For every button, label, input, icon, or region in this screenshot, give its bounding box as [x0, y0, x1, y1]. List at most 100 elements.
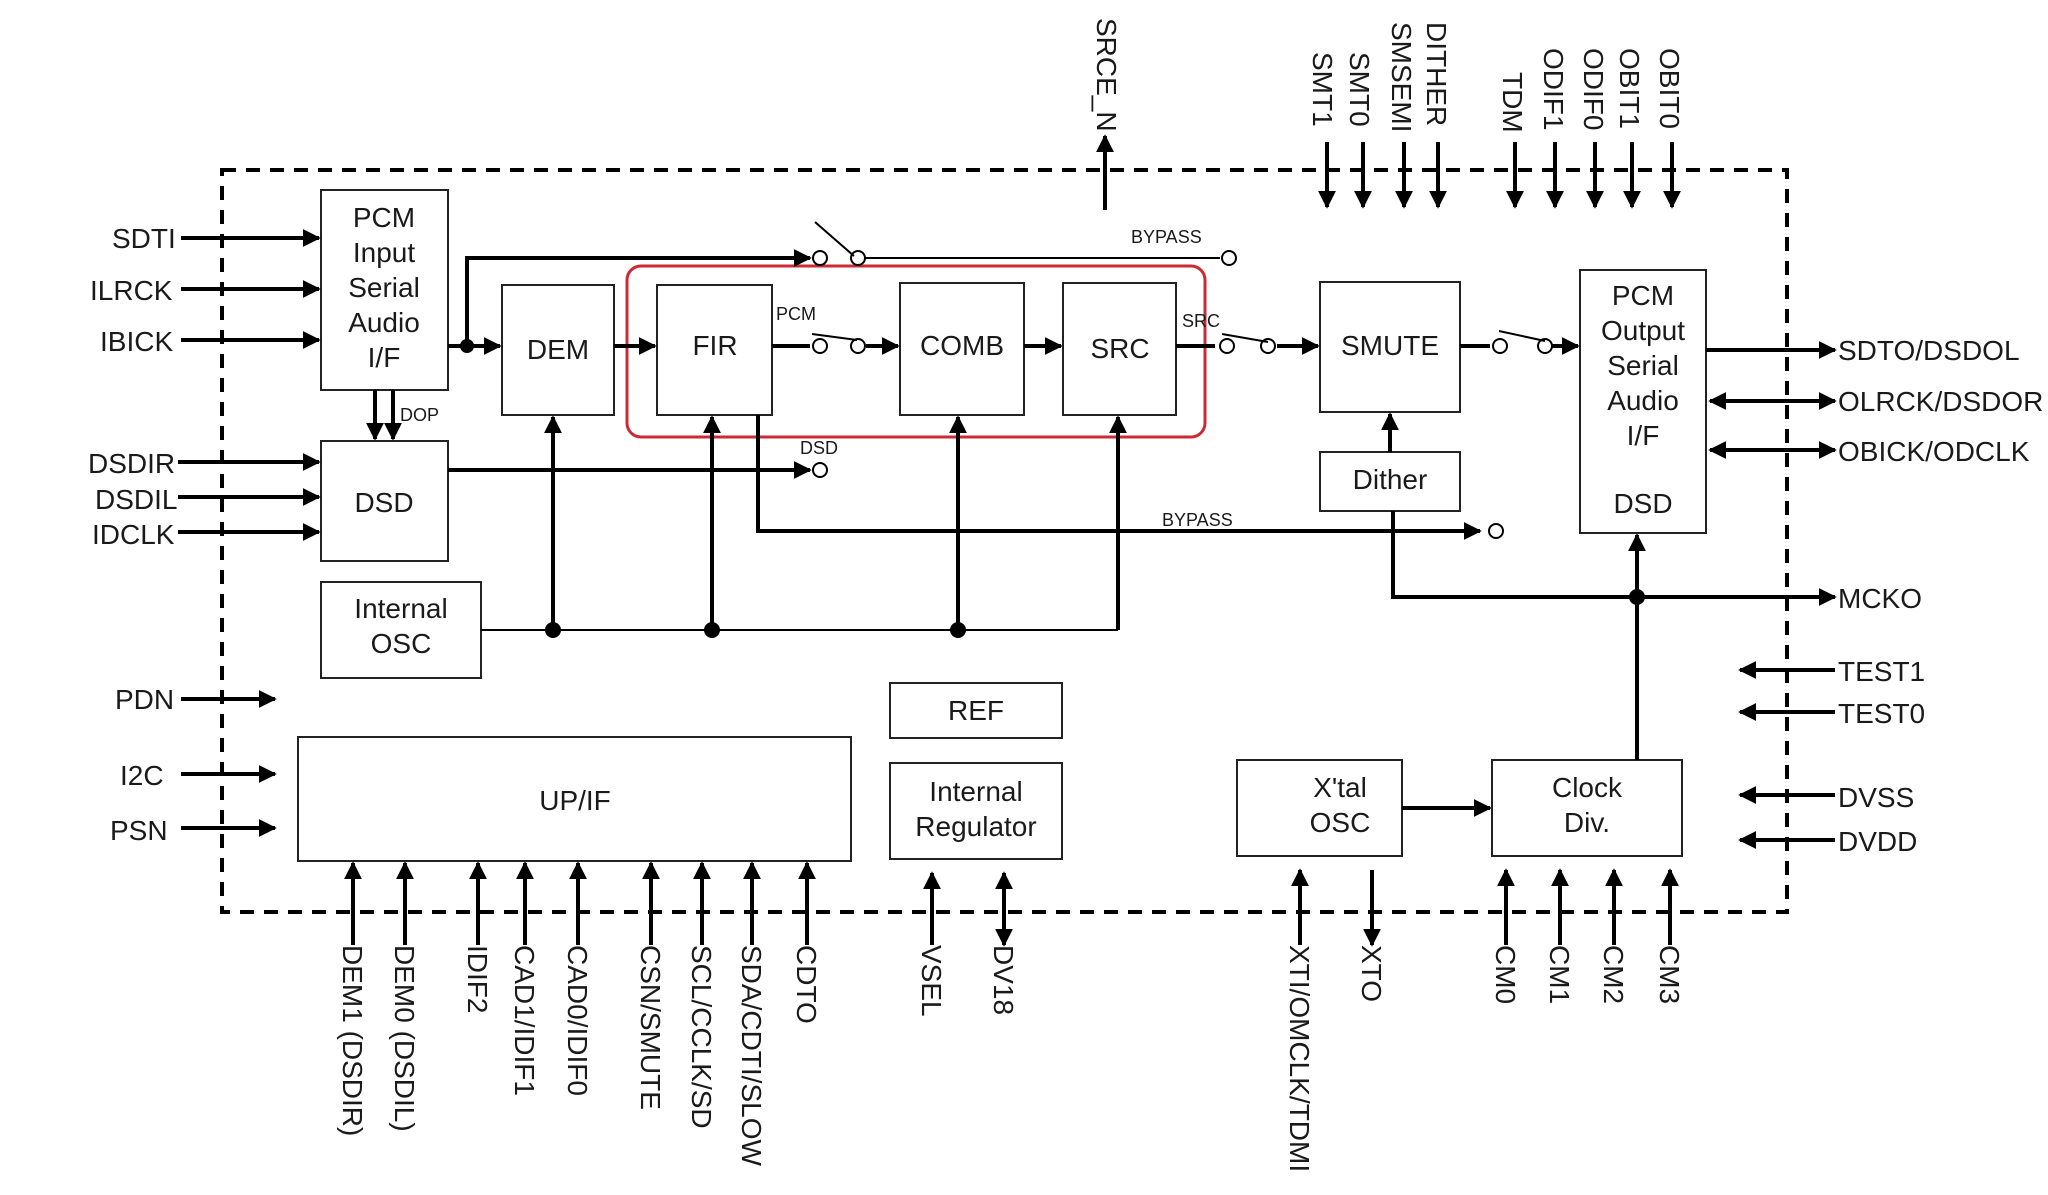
pin-ilrck: ILRCK	[90, 275, 173, 306]
pcm-output-label-5: I/F	[1627, 420, 1660, 451]
fir-block: FIR	[656, 284, 773, 416]
pin-smsemi: SMSEMI	[1386, 22, 1417, 132]
pin-smt1: SMT1	[1307, 52, 1338, 127]
clockdiv-label-1: Clock	[1552, 772, 1623, 803]
pin-csn-smute: CSN/SMUTE	[635, 945, 666, 1110]
internal-wiring	[366, 134, 1646, 817]
pin-cm0: CM0	[1490, 945, 1521, 1004]
pin-srce-n: SRCE_N	[1091, 18, 1122, 132]
pcm-output-dsd-label: DSD	[1613, 488, 1672, 519]
switches	[811, 221, 1553, 539]
pin-dvdd: DVDD	[1838, 826, 1917, 857]
pin-pdn: PDN	[115, 684, 174, 715]
pin-obick-odclk: OBICK/ODCLK	[1838, 436, 2030, 467]
pin-olrck-dsdor: OLRCK/DSDOR	[1838, 386, 2043, 417]
pin-cdto: CDTO	[791, 945, 822, 1024]
pcm-input-label-1: PCM	[353, 202, 415, 233]
internal-osc-label-1: Internal	[354, 593, 447, 624]
pcm-switch-label: PCM	[776, 304, 816, 324]
regulator-block: Internal Regulator	[889, 762, 1063, 860]
pcm-input-label-2: Input	[353, 237, 415, 268]
pcm-output-label-1: PCM	[1612, 280, 1674, 311]
dither-block: Dither	[1319, 451, 1461, 512]
pin-dsdir: DSDIR	[88, 448, 175, 479]
pin-cm3: CM3	[1654, 945, 1685, 1004]
regulator-label-2: Regulator	[915, 811, 1036, 842]
dither-label: Dither	[1353, 464, 1428, 495]
pin-sdti: SDTI	[112, 223, 176, 254]
pin-obit0: OBIT0	[1654, 48, 1685, 129]
pin-scl-cclk-sd: SCL/CCLK/SD	[686, 945, 717, 1129]
pin-dem1: DEM1 (DSDIR)	[337, 945, 368, 1136]
src-block: SRC	[1062, 282, 1177, 416]
internal-osc-block: Internal OSC	[320, 581, 482, 679]
pin-i2c: I2C	[120, 760, 164, 791]
pin-cad0-idif0: CAD0/IDIF0	[562, 945, 593, 1096]
bypass-top-label: BYPASS	[1131, 227, 1202, 247]
right-pins: SDTO/DSDOL OLRCK/DSDOR OBICK/ODCLK MCKO …	[1637, 335, 2043, 857]
pin-odif1: ODIF1	[1538, 48, 1569, 130]
pin-sdto-dsdol: SDTO/DSDOL	[1838, 335, 2020, 366]
pcm-output-label-3: Serial	[1607, 350, 1679, 381]
pcm-input-block: PCM Input Serial Audio I/F	[320, 189, 449, 391]
pin-smt0: SMT0	[1344, 52, 1375, 127]
pin-test0: TEST0	[1838, 698, 1925, 729]
fir-label: FIR	[692, 330, 737, 361]
regulator-label-1: Internal	[929, 776, 1022, 807]
pin-obit1: OBIT1	[1614, 48, 1645, 129]
pin-sda-cdti-slow: SDA/CDTI/SLOW	[736, 945, 767, 1166]
pin-mcko: MCKO	[1838, 583, 1922, 614]
pin-cad1-idif1: CAD1/IDIF1	[509, 945, 540, 1096]
pin-idclk: IDCLK	[92, 519, 175, 550]
dem-block: DEM	[501, 284, 615, 416]
pin-dsdil: DSDIL	[95, 484, 177, 515]
pin-vsel: VSEL	[916, 945, 947, 1017]
pin-cm2: CM2	[1598, 945, 1629, 1004]
pcm-input-label-4: Audio	[348, 307, 420, 338]
pin-xto: XTO	[1356, 945, 1387, 1002]
pin-dither: DITHER	[1421, 22, 1452, 126]
pin-tdm: TDM	[1497, 72, 1528, 133]
bottom-pins: DEM1 (DSDIR) DEM0 (DSDIL) IDIF2 CAD1/IDI…	[337, 861, 1685, 1172]
clock-div-block: Clock Div.	[1491, 759, 1683, 857]
pin-test1: TEST1	[1838, 656, 1925, 687]
upif-label: UP/IF	[539, 785, 611, 816]
pin-cm1: CM1	[1544, 945, 1575, 1004]
dop-label: DOP	[400, 405, 439, 425]
smute-label: SMUTE	[1341, 330, 1439, 361]
upif-block: UP/IF	[297, 736, 852, 862]
internal-osc-label-2: OSC	[371, 628, 432, 659]
comb-label: COMB	[920, 330, 1004, 361]
pin-dvss: DVSS	[1838, 782, 1914, 813]
ref-label: REF	[948, 695, 1004, 726]
comb-block: COMB	[899, 282, 1025, 416]
smute-block: SMUTE	[1319, 281, 1461, 413]
top-pins: SRCE_N SMT1 SMT0 SMSEMI DITHER TDM ODIF1…	[1091, 18, 1685, 209]
dsd-block: DSD	[320, 440, 449, 562]
src-switch-label: SRC	[1182, 311, 1220, 331]
pcm-output-label-4: Audio	[1607, 385, 1679, 416]
pin-dv18: DV18	[988, 945, 1019, 1015]
src-label: SRC	[1090, 333, 1149, 364]
ref-block: REF	[889, 682, 1063, 739]
dem-label: DEM	[527, 334, 589, 365]
clockdiv-label-2: Div.	[1564, 807, 1610, 838]
pcm-output-block: PCM Output Serial Audio I/F DSD	[1579, 269, 1707, 534]
xtal-label-2: OSC	[1310, 807, 1371, 838]
left-pins: SDTI ILRCK IBICK DSDIR DSDIL IDCLK PDN I…	[88, 223, 321, 846]
pcm-input-label-3: Serial	[348, 272, 420, 303]
pin-psn: PSN	[110, 815, 168, 846]
pin-ibick: IBICK	[100, 326, 173, 357]
dsd-label: DSD	[354, 487, 413, 518]
highlight-box	[625, 264, 1207, 439]
pcm-input-label-5: I/F	[368, 342, 401, 373]
xtal-osc-block: X'tal OSC	[1236, 759, 1403, 857]
pin-dem0: DEM0 (DSDIL)	[389, 945, 420, 1132]
bypass-mid-label: BYPASS	[1162, 510, 1233, 530]
pin-idif2: IDIF2	[462, 945, 493, 1013]
dsd-switch-label: DSD	[800, 438, 838, 458]
xtal-label-1: X'tal	[1313, 772, 1367, 803]
pin-xti: XTI/OMCLK/TDMI	[1284, 945, 1315, 1172]
pin-odif0: ODIF0	[1578, 48, 1609, 130]
